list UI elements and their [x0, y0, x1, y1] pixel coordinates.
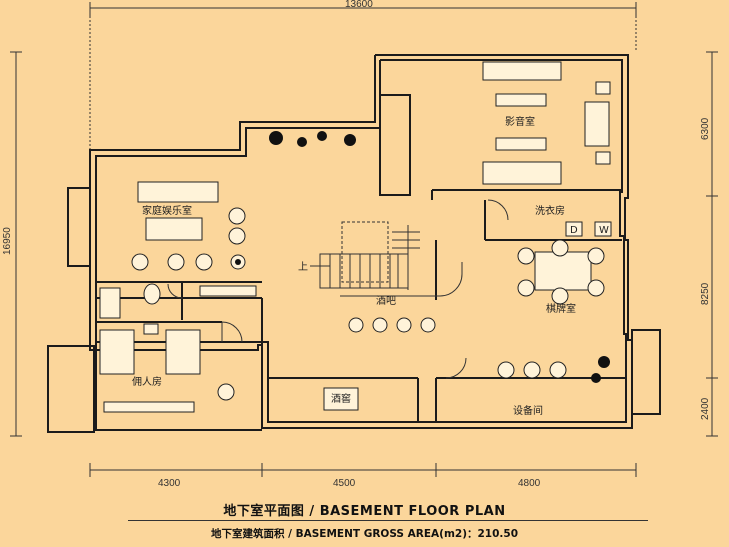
dim-top-total: 13600: [345, 0, 373, 10]
room-label-chess-card: 棋牌室: [546, 302, 576, 315]
plant-icons: [235, 131, 610, 383]
staircase: 上: [298, 221, 420, 290]
floor-plan: 13600 16950 6300 8250 2400 4300 4500 480…: [2, 0, 718, 489]
dim-left-total: 16950: [2, 227, 13, 255]
bar-furniture: [340, 262, 463, 333]
room-label-bar: 酒吧: [376, 295, 396, 307]
room-labels: 影音室 家庭娱乐室 洗衣房 棋牌室 酒吧 佣人房 酒窖 设备间 D W: [132, 115, 609, 417]
room-label-equipment: 设备间: [513, 404, 543, 417]
room-label-family-entertainment: 家庭娱乐室: [142, 204, 192, 217]
title-divider: [128, 520, 648, 521]
room-label-laundry: 洗衣房: [535, 204, 565, 217]
room-label-wine-cellar: 酒窖: [331, 392, 351, 405]
maid-room-furniture: [99, 283, 257, 413]
washer-label: W: [599, 225, 609, 236]
plan-title: 地下室平面图 / BASEMENT FLOOR PLAN: [223, 504, 506, 519]
stair-up-label: 上: [298, 261, 308, 273]
dimension-lines: 13600 16950 6300 8250 2400 4300 4500 480…: [2, 0, 718, 489]
room-label-cinema: 影音室: [505, 115, 535, 128]
family-room-furniture: [131, 181, 246, 271]
outer-walls: [47, 54, 661, 433]
dim-right-middle: 8250: [700, 282, 711, 305]
dim-bottom-right: 4800: [518, 478, 541, 489]
dim-right-lower: 2400: [700, 397, 711, 420]
cinema-furniture: [482, 61, 611, 185]
dryer-label: D: [570, 225, 578, 236]
dim-bottom-middle: 4500: [333, 478, 356, 489]
room-label-maid: 佣人房: [132, 375, 162, 388]
dim-right-upper: 6300: [700, 117, 711, 140]
wine-rack: [323, 387, 359, 411]
plan-caption: 地下室平面图 / BASEMENT FLOOR PLAN 地下室建筑面积 / B…: [0, 500, 729, 540]
card-room-furniture: [497, 221, 612, 379]
dim-bottom-left: 4300: [158, 478, 181, 489]
plan-subtitle: 地下室建筑面积 / BASEMENT GROSS AREA(m2)：210.50: [210, 528, 519, 540]
